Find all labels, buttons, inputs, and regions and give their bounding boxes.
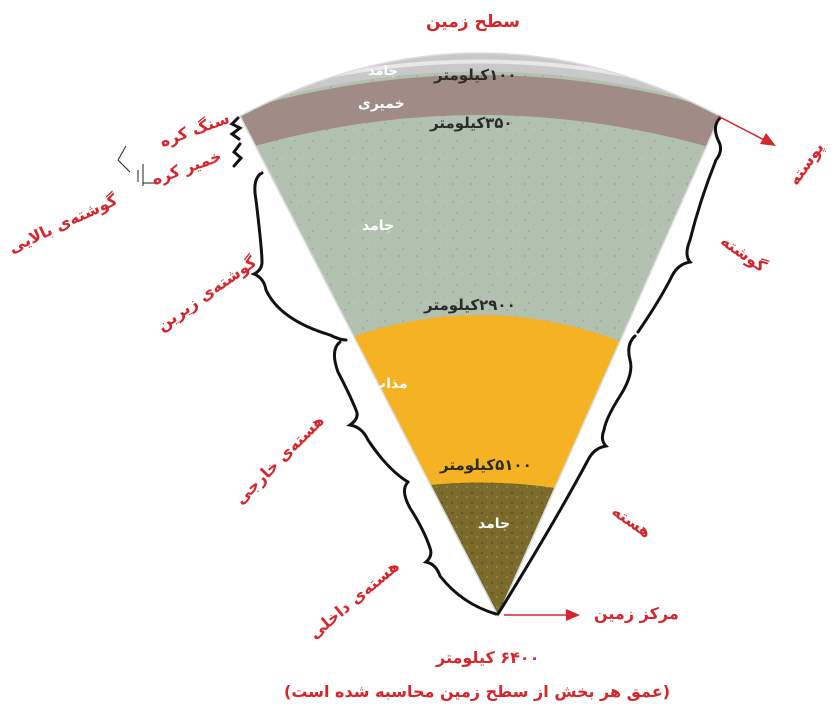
brace-core [496,334,637,616]
state-plastic: خمیری [358,96,405,112]
center-arrow [504,609,580,621]
bracket-upper-mantle-bottom [117,145,131,173]
state-solid-mantle: جامد [362,218,395,234]
right-braces [496,116,723,616]
brace-asthenosphere [231,142,244,168]
brace-mantle [636,116,723,334]
surface-title: سطح زمین [426,12,520,32]
crust-arrow [717,115,776,146]
caption: (عمق هر بخش از سطح زمین محاسبه شده است) [284,682,671,701]
depth-350-label: ۳۵۰کیلومتر [430,114,513,132]
depth-5100-label: ۵۱۰۰کیلومتر [440,456,532,474]
state-solid-top: جامد [368,64,398,79]
depth-6400-label: ۶۴۰۰ کیلومتر [436,648,540,667]
brace-lower-mantle [250,171,348,342]
left-braces [229,116,498,616]
brace-inner-core [403,480,498,616]
wedge-outline [238,52,721,618]
lithosphere-layer [240,75,720,170]
depth-100-label: ۱۰۰کیلومتر [434,66,517,84]
bracket-upper-mantle-top [137,164,157,186]
brace-outer-core [333,340,410,484]
depth-2900-label: ۲۹۰۰کیلومتر [424,296,516,314]
brace-lithosphere [229,116,243,141]
state-solid-core: جامد [478,516,511,532]
state-liquid: مذاب [372,376,408,392]
center-label: مرکز زمین [594,604,679,623]
